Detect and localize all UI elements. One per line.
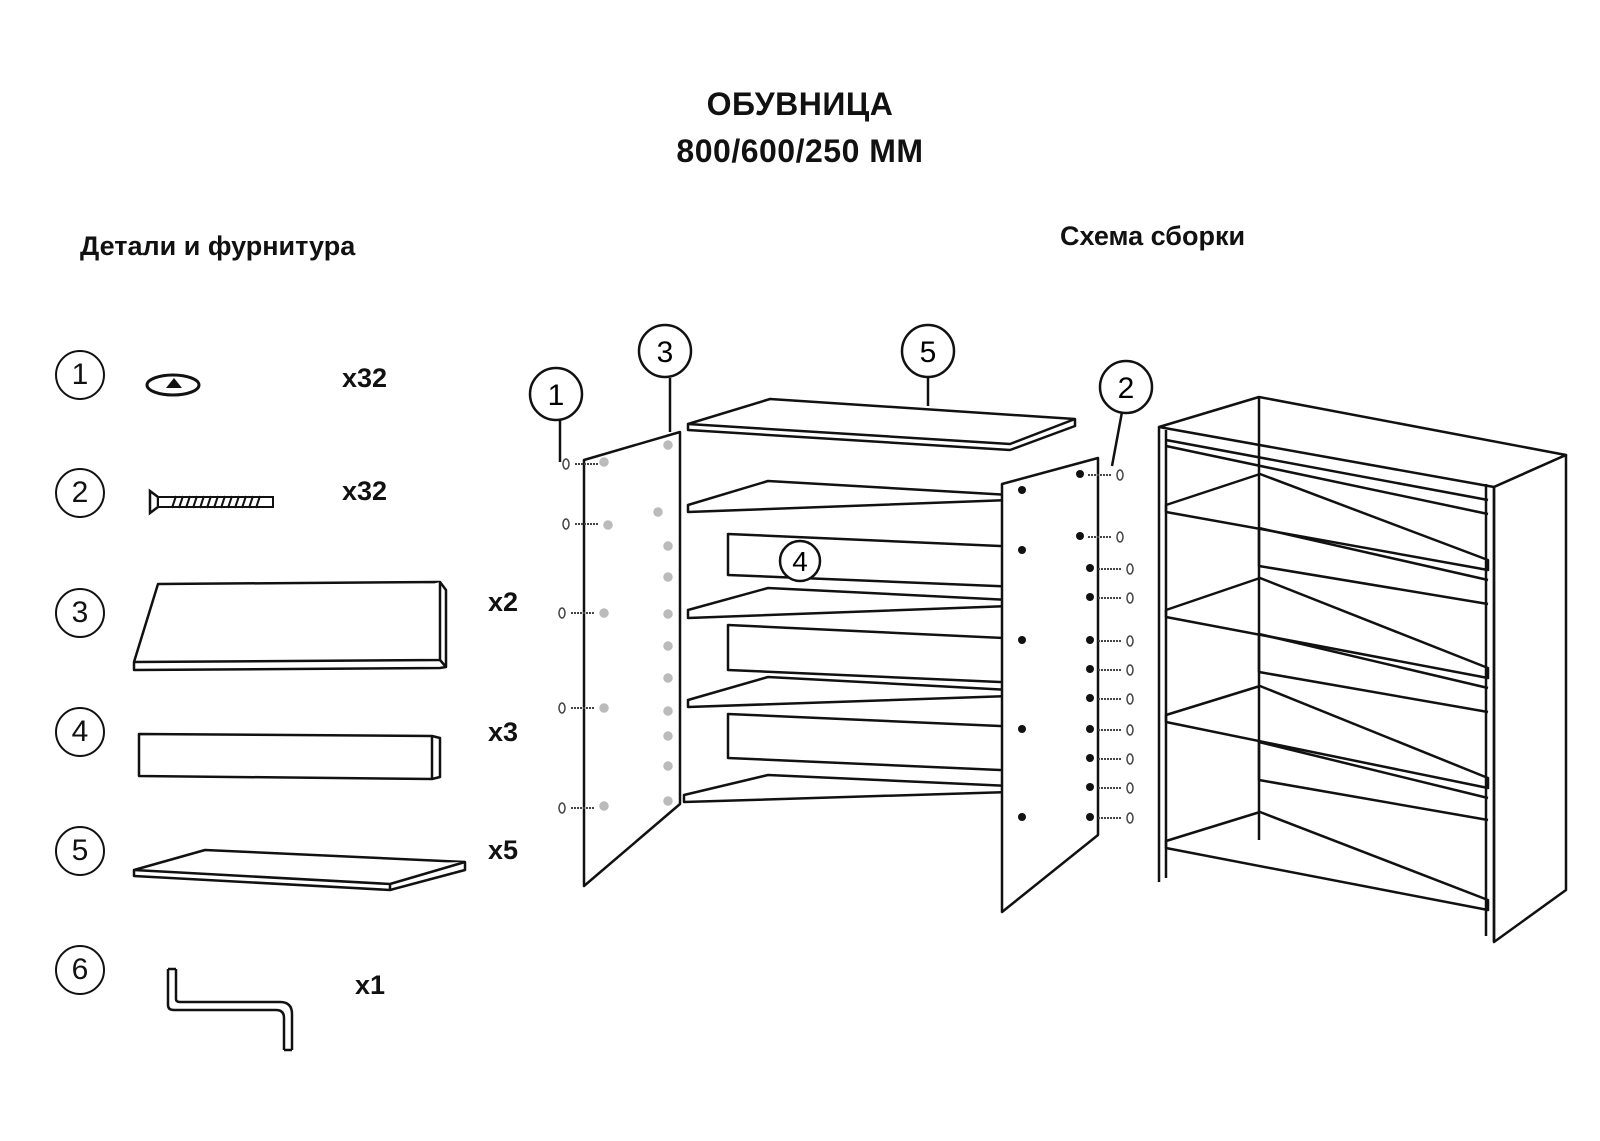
assembly-heading: Схема сборки — [1060, 221, 1246, 251]
part-qty-2: x32 — [342, 476, 388, 506]
side-panel-icon — [132, 580, 448, 672]
part-qty-6: x1 — [355, 970, 386, 1000]
svg-text:3: 3 — [657, 336, 674, 369]
right-panel-fittings — [1018, 470, 1094, 821]
part-number-5: 5 — [55, 826, 105, 876]
part-number-3: 3 — [55, 588, 105, 638]
callout-1: 1 — [528, 366, 584, 422]
svg-text:4: 4 — [792, 546, 808, 577]
assembled-cabinet — [1157, 395, 1568, 944]
callout-leaders — [558, 378, 1124, 467]
hex-key-icon — [166, 967, 294, 1052]
callout-3: 3 — [637, 323, 693, 379]
diagram-title: ОБУВНИЦА — [706, 86, 894, 122]
parts-heading: Детали и фурнитура — [80, 231, 356, 261]
left-panel-fittings — [599, 440, 673, 811]
part-number-4: 4 — [55, 707, 105, 757]
part-number-6: 6 — [55, 945, 105, 995]
part-number-1: 1 — [55, 350, 105, 400]
shelf-board-icon — [132, 848, 467, 892]
callout-4: 4 — [778, 539, 822, 583]
cam-lock-icon — [145, 373, 201, 397]
part-qty-5: x5 — [488, 835, 519, 865]
diagram-dimensions: 800/600/250 ММ — [676, 133, 924, 169]
part-number-2: 2 — [55, 468, 105, 518]
svg-text:5: 5 — [920, 336, 937, 369]
part-qty-3: x2 — [488, 587, 519, 617]
back-strip-icon — [137, 732, 442, 781]
part-qty-1: x32 — [342, 363, 388, 393]
confirmat-screw-icon — [148, 488, 274, 516]
svg-text:2: 2 — [1118, 372, 1135, 405]
svg-text:1: 1 — [548, 379, 565, 412]
part-qty-4: x3 — [488, 717, 519, 747]
callout-2: 2 — [1098, 359, 1154, 415]
callout-5: 5 — [900, 323, 956, 379]
exploded-view — [582, 397, 1100, 914]
